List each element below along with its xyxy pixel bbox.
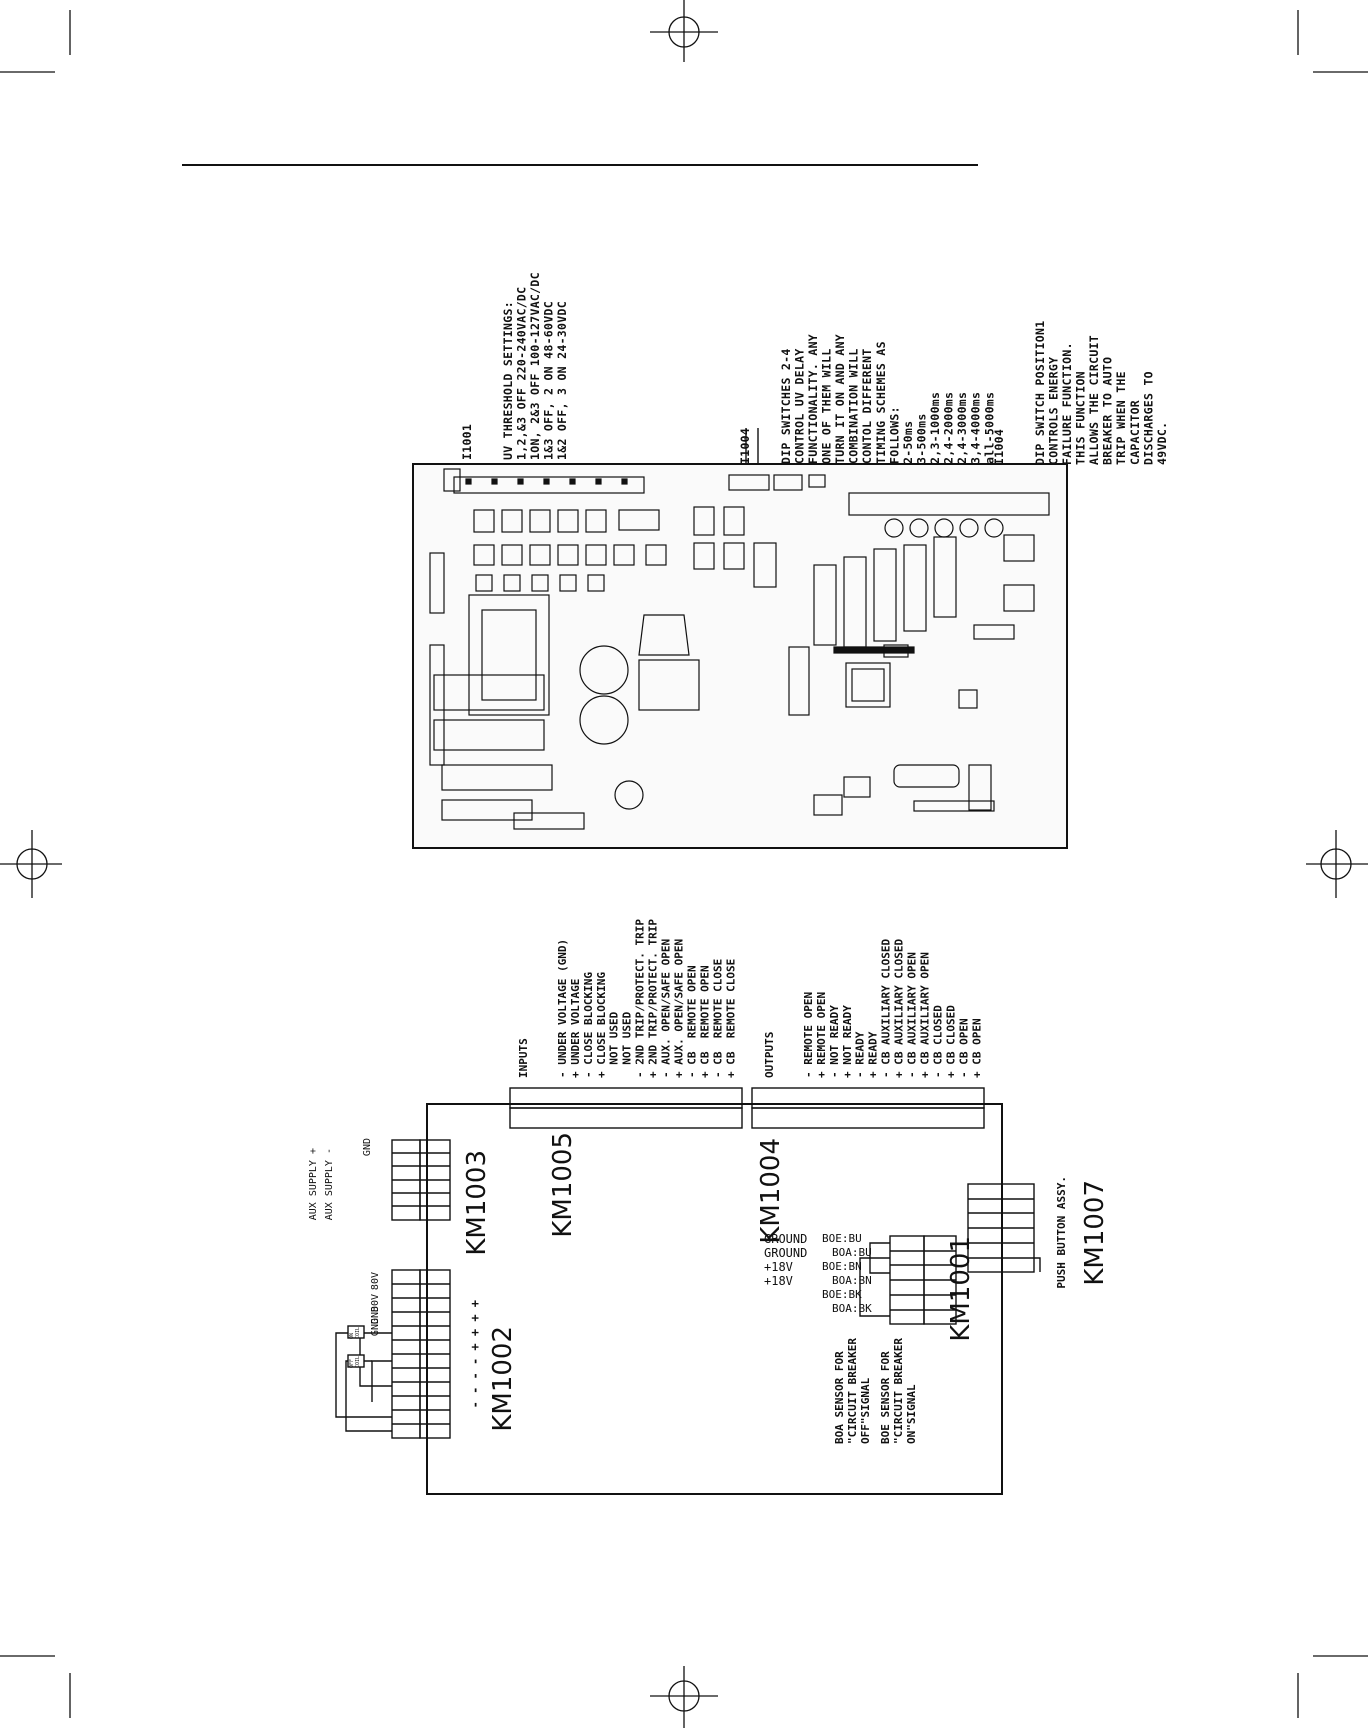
km1002-signs: - - - - + + + + [468,1300,482,1409]
inputs-title: INPUTS [516,1038,530,1078]
km1001-tag-1: BOE:BU [822,1232,862,1245]
connector-label-km1007: KM1007 [1080,1180,1110,1286]
connector-label-km1001: KM1001 [946,1236,976,1342]
pcb-board [412,463,1068,849]
outputs-lines: - REMOTE OPEN + REMOTE OPEN - NOT READY … [801,938,984,1078]
sensor-note-boa: BOA SENSOR FOR "CIRCUIT BREAKER OFF"SIGN… [833,1338,872,1444]
km1003-terminal-block [391,1139,451,1221]
km1001-label-ground-b: GROUND [764,1246,808,1260]
km1005-terminal-block [509,1087,743,1129]
km1001-terminal-block [859,1235,957,1325]
km1001-label-ground-a: GROUND [764,1232,808,1246]
sensor-note-boe: BOE SENSOR FOR "CIRCUIT BREAKER ON"SIGNA… [879,1338,918,1444]
km1001-label-18v-b: +18V [764,1274,793,1288]
km1001-tag-6: BOA:BK [832,1302,872,1315]
km1007-terminal-block [967,1183,1041,1273]
km1001-tags: BOE:BU BOA:BU BOE:BN BOA:BN BOE:BK BOA:B… [822,1232,872,1316]
km1003-label-gnd: GND [362,1138,373,1157]
km1007-push-button-label: PUSH BUTTON ASSY. [1055,1176,1068,1289]
km1001-tag-4: BOA:BN [832,1274,872,1287]
connector-label-km1004: KM1004 [756,1138,786,1244]
km1001-tag-3: BOE:BN [822,1260,862,1273]
pcb-components [429,468,1050,830]
outputs-list: OUTPUTS - REMOTE OPEN + REMOTE OPEN - NO… [738,880,997,1078]
connector-label-km1005: KM1005 [548,1132,578,1238]
km1001-label-18v-a: +18V [764,1260,793,1274]
switch-tag-off-coil: OFF COIL [349,1356,361,1369]
inputs-list: INPUTS - UNDER VOLTAGE (GND) + UNDER VOL… [492,850,751,1078]
km1004-terminal-block [751,1087,985,1129]
connector-label-km1002: KM1002 [488,1326,518,1432]
connector-label-km1003: KM1003 [462,1150,492,1256]
inputs-lines: - UNDER VOLTAGE (GND) + UNDER VOLTAGE - … [555,919,738,1078]
schematic-board-outline [426,1103,1003,1495]
km1002-terminal-block [335,1269,451,1439]
km1003-label-aux-minus: AUX SUPPLY - [324,1148,335,1221]
outputs-title: OUTPUTS [762,1031,776,1078]
km1001-left-labels: GROUND GROUND +18V +18V [764,1232,807,1288]
km1001-tag-2: BOA:BU [832,1246,872,1259]
km1003-label-aux-plus: AUX SUPPLY + [308,1148,319,1221]
switch-tag-on-coil: ON COIL [349,1327,361,1340]
km1002-label-80v-a: 80V [370,1272,381,1291]
km1001-tag-5: BOE:BK [822,1288,862,1301]
km1002-label-gnd-b: GND [370,1318,381,1337]
